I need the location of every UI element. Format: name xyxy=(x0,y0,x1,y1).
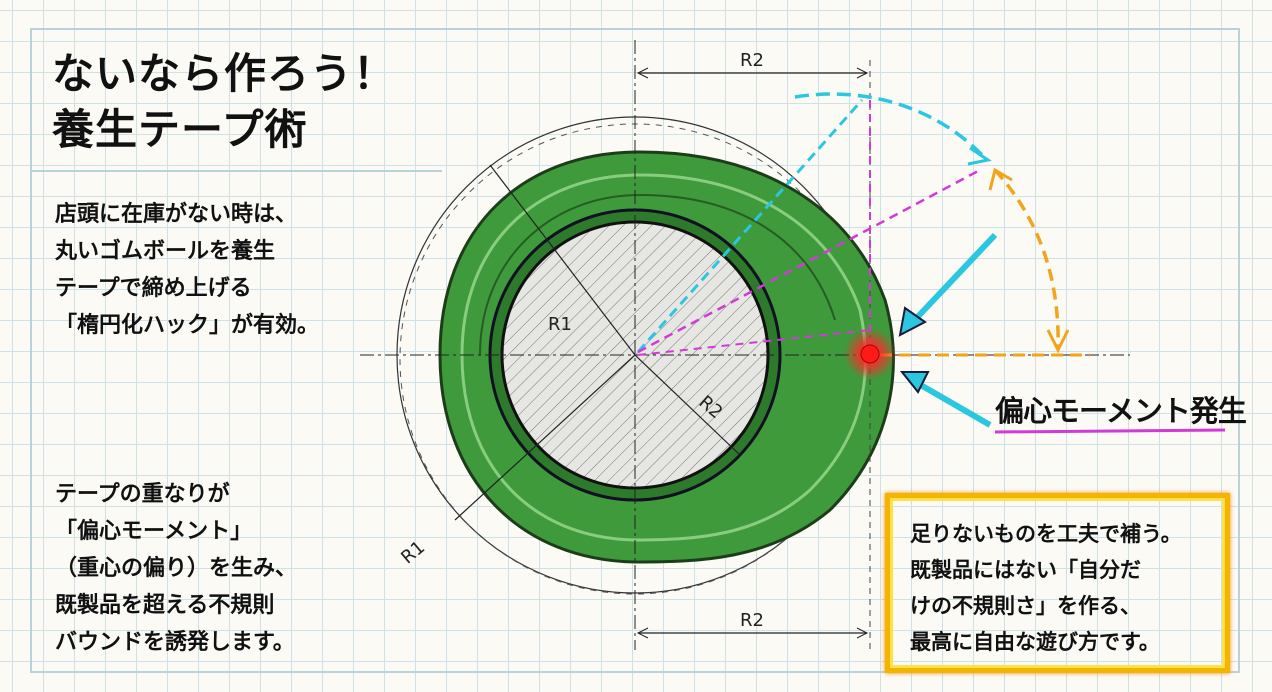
effect-text: テープの重なりが 「偏心モーメント」 （重心の偏り）を生み、 既製品を超える不規… xyxy=(55,476,297,661)
page-title: ないなら作ろう！ 養生テープ術 xyxy=(52,46,396,158)
effect-line: 既製品を超える不規則 xyxy=(55,593,275,618)
effect-line: 「偏心モーメント」 xyxy=(55,519,253,544)
intro-line: 店頭に在庫がない時は、 xyxy=(55,202,298,227)
callout-line: けの不規則さ」を作る、 xyxy=(910,594,1141,618)
center-of-mass-dot xyxy=(860,344,880,364)
r1-outer-label: R1 xyxy=(397,537,429,568)
orange-arc-arrow xyxy=(993,168,1060,351)
intro-line: 「楕円化ハック」が有効。 xyxy=(55,313,320,338)
r2-bottom-label: R2 xyxy=(740,610,764,631)
title-divider xyxy=(30,170,442,172)
callout-line: 既製品にはない「自分だ xyxy=(910,558,1141,582)
callout-box: 足りないものを工夫で補う。 既製品にはない「自分だ けの不規則さ」を作る、 最高… xyxy=(885,493,1230,673)
force-arrow-lower xyxy=(910,377,992,428)
title-line-2: 養生テープ術 xyxy=(52,105,308,154)
cyan-arc-arrow xyxy=(794,92,987,160)
eccentric-moment-label: 偏心モーメント発生 xyxy=(995,394,1247,428)
callout-text: 足りないものを工夫で補う。 既製品にはない「自分だ けの不規則さ」を作る、 最高… xyxy=(890,498,1225,660)
page-frame xyxy=(30,28,1240,673)
intro-line: 丸いゴムボールを養生 xyxy=(55,239,276,264)
intro-text: 店頭に在庫がない時は、 丸いゴムボールを養生 テープで締め上げる 「楕円化ハック… xyxy=(55,196,319,344)
callout-line: 最高に自由な遊び方です。 xyxy=(910,630,1160,654)
callout-line: 足りないものを工夫で補う。 xyxy=(910,522,1182,546)
r1-inner-label: R1 xyxy=(548,314,572,335)
intro-line: テープで締め上げる xyxy=(55,276,252,301)
effect-line: （重心の偏り）を生み、 xyxy=(55,556,298,581)
force-arrow-upper xyxy=(907,232,998,328)
magenta-guide xyxy=(637,168,981,354)
r2-top-label: R2 xyxy=(740,50,764,71)
title-line-1: ないなら作ろう！ xyxy=(52,49,397,98)
cyan-guide xyxy=(636,99,864,353)
effect-line: バウンドを誘発します。 xyxy=(55,630,295,655)
effect-line: テープの重なりが xyxy=(55,482,230,507)
